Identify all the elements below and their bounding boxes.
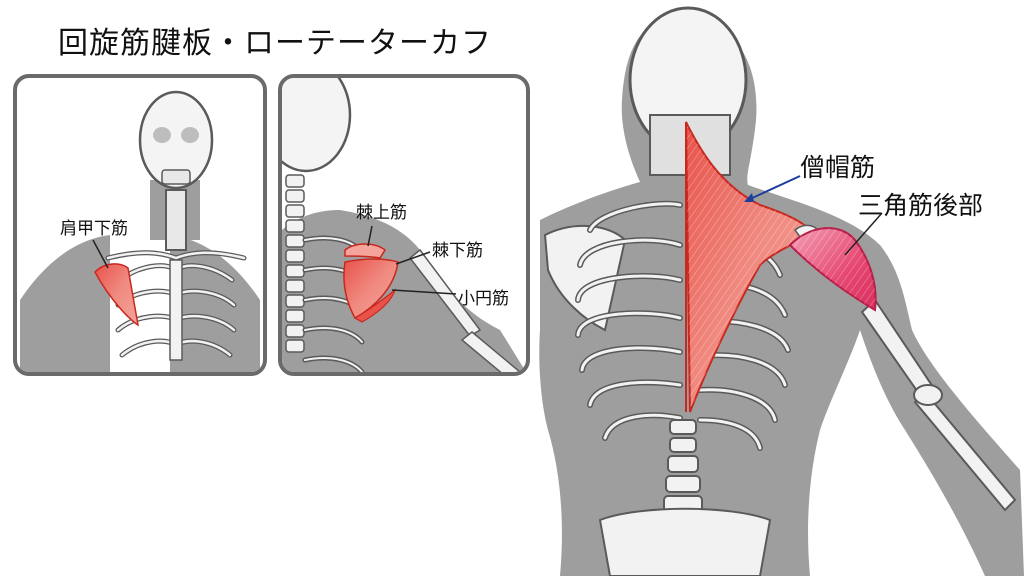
infraspinatus-muscle [343, 258, 399, 320]
label-subscapularis: 肩甲下筋 [60, 219, 128, 239]
trapezius-arrow [747, 175, 801, 201]
head-back [282, 78, 352, 173]
skull [138, 90, 214, 190]
pelvis [598, 507, 772, 576]
back-view-figure [539, 6, 1024, 576]
label-supraspinatus: 棘上筋 [356, 203, 407, 223]
deltoid-leader [844, 212, 883, 256]
spine [663, 419, 703, 515]
supraspinatus-muscle [344, 243, 386, 259]
label-posterior-deltoid: 三角筋後部 [858, 191, 984, 220]
label-trapezius: 僧帽筋 [800, 153, 876, 182]
page-title: 回旋筋腱板・ローテーターカフ [58, 26, 492, 61]
anterior-view-panel [13, 74, 267, 376]
posterior-view-panel [278, 74, 530, 376]
label-teres-minor: 小円筋 [458, 289, 509, 309]
label-infraspinatus: 棘下筋 [432, 241, 483, 261]
left-scapula [543, 224, 627, 332]
